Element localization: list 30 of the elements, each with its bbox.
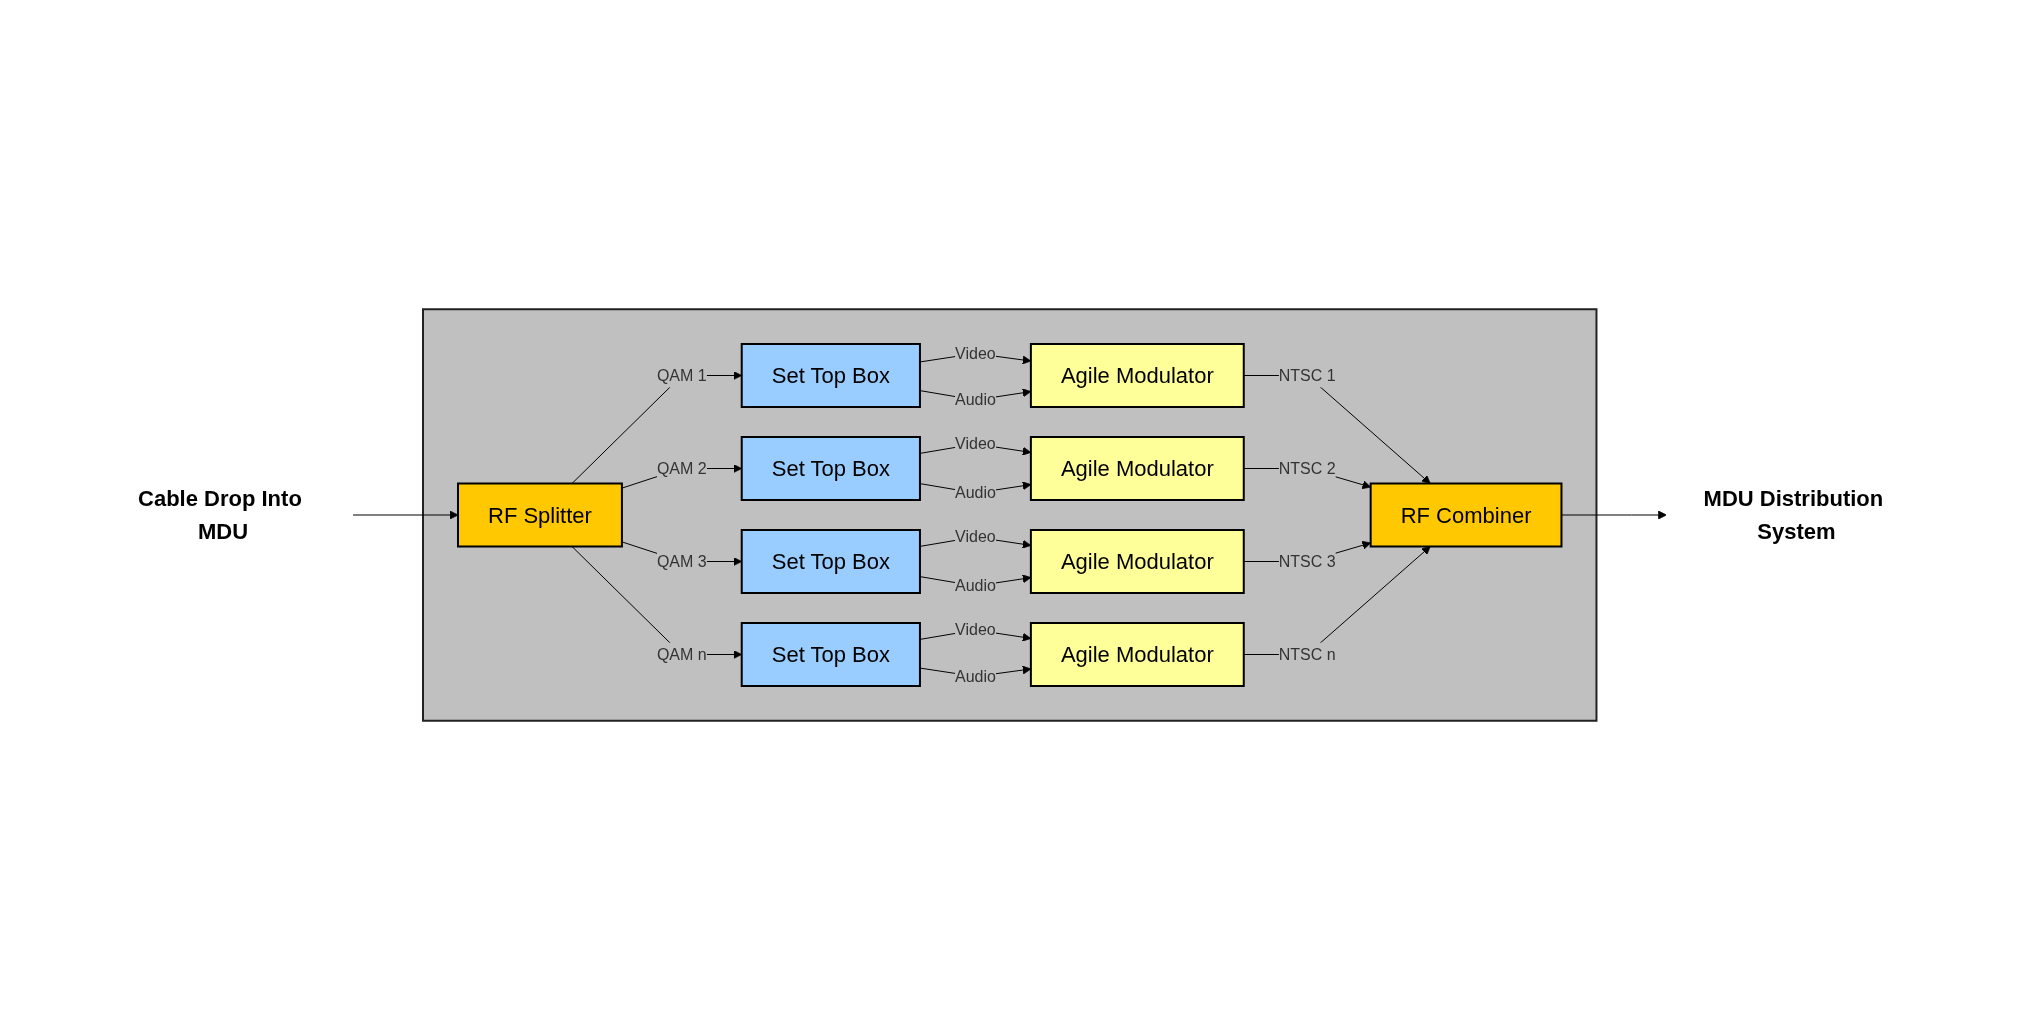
- edge-label: Video: [955, 434, 996, 452]
- edge-label: Audio: [955, 390, 997, 408]
- edge-label: Audio: [955, 667, 997, 684]
- node-box: Set Top Box: [741, 528, 922, 594]
- edge-label: QAM 2: [657, 459, 707, 476]
- node-box: Set Top Box: [741, 435, 922, 501]
- edge-label: QAM 1: [657, 366, 707, 383]
- arrow: [352, 510, 459, 519]
- node-text: MDU Distribution System: [1703, 485, 1884, 544]
- node-text: Cable Drop Into MDU: [138, 485, 303, 544]
- edge-label: Video: [955, 620, 996, 638]
- node-box: Agile Modulator: [1030, 621, 1245, 687]
- edge-label: NTSC 3: [1279, 552, 1336, 569]
- node-box: Agile Modulator: [1030, 342, 1245, 408]
- edge-label: NTSC n: [1279, 645, 1336, 662]
- edge-label: NTSC 2: [1279, 459, 1336, 476]
- edge-label: QAM n: [657, 645, 707, 662]
- edge-label: NTSC 1: [1279, 366, 1336, 383]
- node-box: Set Top Box: [741, 342, 922, 408]
- edge-label: Audio: [955, 576, 997, 594]
- node-box: RF Splitter: [457, 482, 624, 547]
- cluster: [422, 307, 1598, 722]
- edge-label: Video: [955, 344, 996, 361]
- node-box: Set Top Box: [741, 621, 922, 687]
- node-box: RF Combiner: [1369, 482, 1563, 547]
- edge-label: Video: [955, 527, 996, 545]
- edge-label: Audio: [955, 483, 997, 501]
- node-box: Agile Modulator: [1030, 528, 1245, 594]
- edge-label: QAM 3: [657, 552, 707, 569]
- node-box: Agile Modulator: [1030, 435, 1245, 501]
